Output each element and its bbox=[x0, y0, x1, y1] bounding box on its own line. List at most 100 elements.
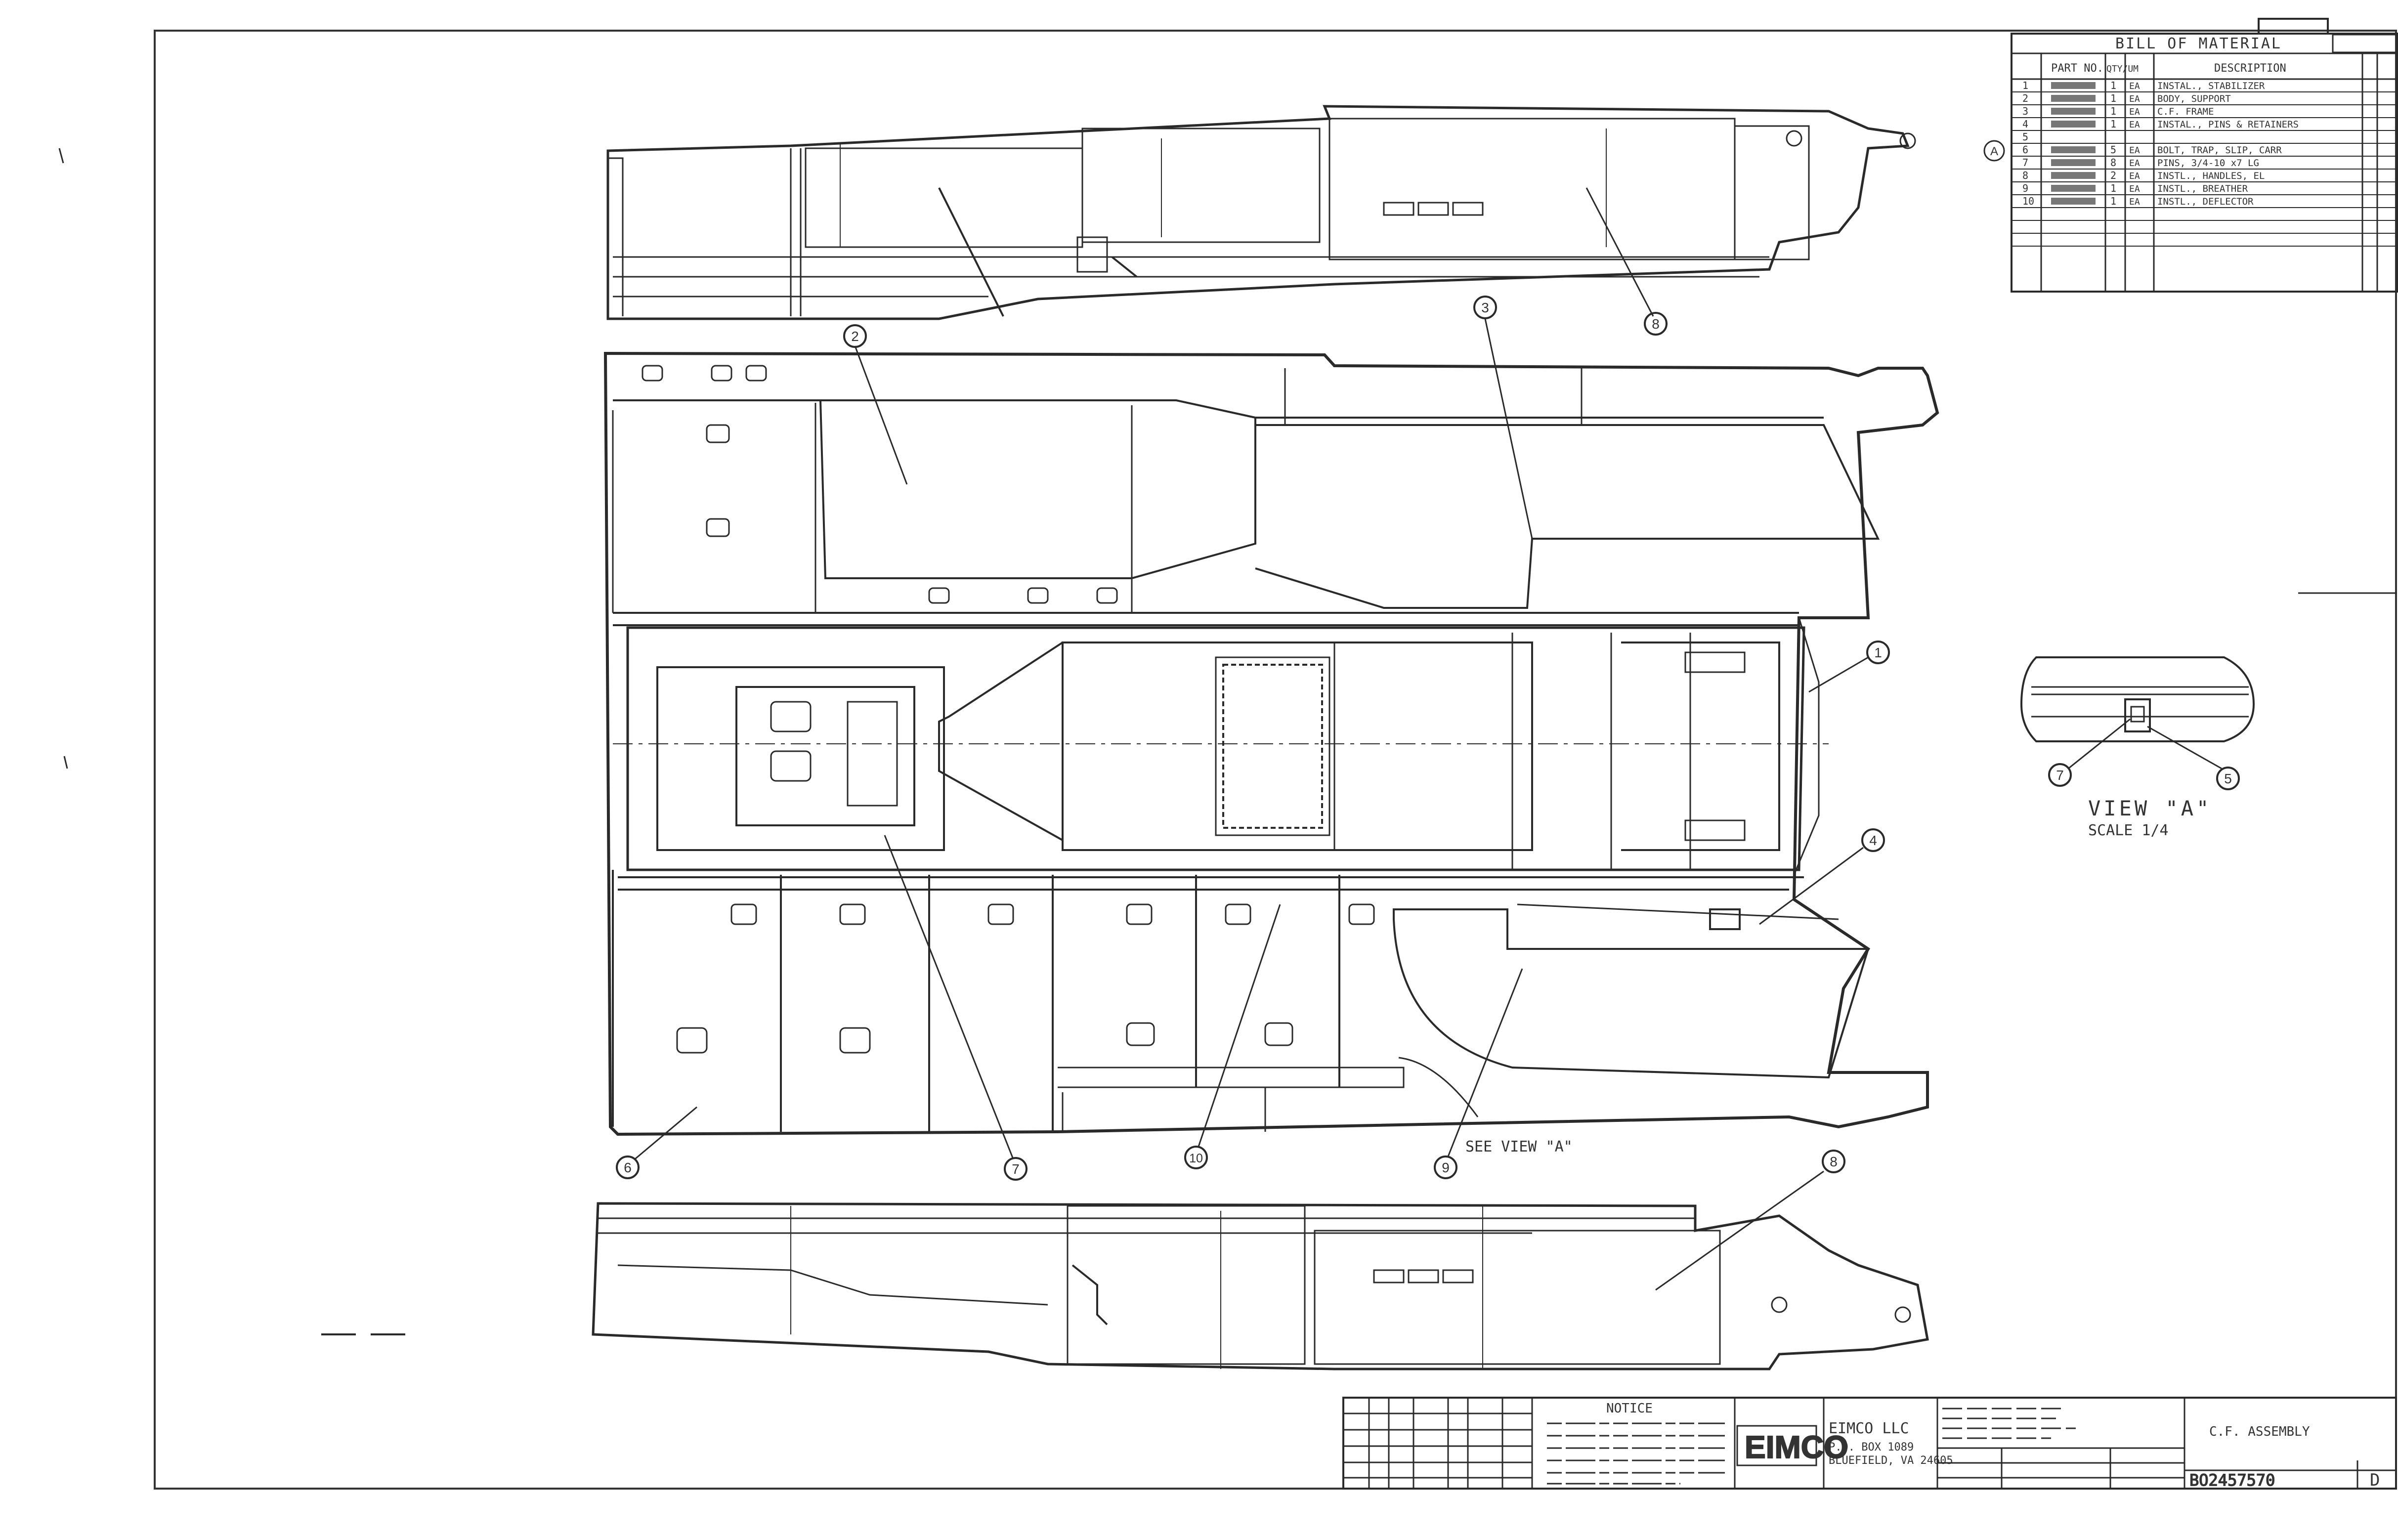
revision-marker bbox=[1983, 140, 2005, 162]
bom-qty: 1 bbox=[2110, 182, 2116, 194]
bom-part-number bbox=[2051, 159, 2096, 166]
bottom-side-view bbox=[592, 1202, 1929, 1370]
callouts: 2 3 8 1 4 6 7 10 9 8 bbox=[616, 187, 1890, 1291]
detail-view-title: VIEW "A" bbox=[2088, 796, 2212, 820]
bom-qty: 1 bbox=[2110, 105, 2116, 117]
drawing-number: BO2457570 bbox=[2189, 1471, 2275, 1490]
bom-item-number: 8 bbox=[2022, 170, 2028, 181]
bom-um: EA bbox=[2129, 158, 2140, 169]
detail-balloon-left bbox=[2048, 763, 2072, 787]
margin-mark bbox=[63, 756, 68, 769]
drawing-title: C.F. ASSEMBLY bbox=[2209, 1424, 2310, 1439]
bom-part-number bbox=[2051, 108, 2096, 115]
callout-balloon bbox=[616, 1155, 640, 1179]
bom-qty: 5 bbox=[2110, 144, 2116, 156]
bom-item-number: 5 bbox=[2022, 131, 2028, 143]
callout-balloon bbox=[1822, 1150, 1845, 1173]
bom-um: EA bbox=[2129, 197, 2140, 207]
callout-label: 9 bbox=[1442, 1160, 1450, 1175]
detail-view-a: 7 5 VIEW "A" SCALE 1/4 bbox=[2020, 656, 2255, 839]
callout-balloon bbox=[1434, 1155, 1457, 1179]
revision-marker-label: A bbox=[1990, 145, 1998, 158]
bom-qty: 1 bbox=[2110, 118, 2116, 130]
sheet-revision: D bbox=[2370, 1470, 2380, 1490]
bom-description: INSTL., DEFLECTOR bbox=[2157, 196, 2254, 207]
callout-balloon bbox=[1473, 296, 1497, 319]
lug-row-lower bbox=[676, 903, 1375, 1054]
bom-qty: 1 bbox=[2110, 92, 2116, 104]
bom-description: BODY, SUPPORT bbox=[2157, 93, 2231, 104]
bom-header-desc: DESCRIPTION bbox=[2214, 62, 2286, 75]
bom-header-partno: PART NO. bbox=[2051, 62, 2103, 75]
bom-part-number bbox=[2051, 82, 2096, 89]
callout-label: 8 bbox=[1652, 316, 1660, 332]
margin-mark bbox=[58, 148, 64, 164]
callout-label: 8 bbox=[1830, 1154, 1838, 1169]
section-reference-label: SEE VIEW "A" bbox=[1465, 1138, 1573, 1155]
notice-title: NOTICE bbox=[1606, 1401, 1653, 1416]
top-side-view bbox=[606, 105, 1916, 320]
bom-um: EA bbox=[2129, 94, 2140, 104]
title-block: NOTICE EIMCO EIMCO LLC P.O. BOX 1089 BLU… bbox=[1342, 1397, 2397, 1490]
callout-balloon bbox=[1866, 641, 1890, 664]
bom-item-number: 1 bbox=[2022, 80, 2028, 91]
company-name: EIMCO LLC bbox=[1829, 1420, 1909, 1437]
detail-balloon-right bbox=[2216, 767, 2240, 790]
bom-um: EA bbox=[2129, 184, 2140, 194]
bom-part-number bbox=[2051, 121, 2096, 128]
bom-part-number bbox=[2051, 146, 2096, 153]
company-address-1: P.O. BOX 1089 bbox=[1829, 1441, 1914, 1454]
bom-description: INSTAL., PINS & RETAINERS bbox=[2157, 119, 2299, 130]
callout-balloon bbox=[1004, 1157, 1028, 1181]
callout-balloon bbox=[1184, 1146, 1208, 1169]
callout-label: 2 bbox=[851, 329, 859, 344]
callout-balloon bbox=[1644, 312, 1668, 336]
callout-balloon bbox=[843, 324, 867, 348]
bom-item-number: 7 bbox=[2022, 157, 2028, 169]
callout-label: 1 bbox=[1874, 645, 1882, 660]
bom-part-number bbox=[2051, 198, 2096, 205]
bom-item-number: 9 bbox=[2022, 182, 2028, 194]
drawing-border bbox=[154, 30, 2397, 1490]
bom-um: EA bbox=[2129, 171, 2140, 181]
callout-label: 6 bbox=[624, 1160, 632, 1175]
company-logo: EIMCO bbox=[1745, 1429, 1848, 1465]
bom-description: INSTL., HANDLES, EL bbox=[2157, 171, 2265, 181]
bom-header-qty: QTY/UM bbox=[2106, 64, 2139, 74]
bom-part-number bbox=[2051, 95, 2096, 102]
bom-item-number: 4 bbox=[2022, 118, 2028, 130]
bom-qty: 2 bbox=[2110, 170, 2116, 181]
callout-label: 10 bbox=[1189, 1152, 1203, 1165]
bom-qty: 1 bbox=[2110, 80, 2116, 91]
callout-balloon bbox=[1861, 828, 1885, 852]
company-address-2: BLUEFIELD, VA 24605 bbox=[1829, 1454, 1953, 1467]
bom-um: EA bbox=[2129, 81, 2140, 91]
bom-description: C.F. FRAME bbox=[2157, 106, 2214, 117]
bill-of-material: BILL OF MATERIAL PART NO. QTY/UM DESCRIP… bbox=[2011, 18, 2398, 293]
bom-title: BILL OF MATERIAL bbox=[2115, 35, 2282, 52]
bom-qty: 8 bbox=[2110, 157, 2116, 169]
bom-description: PINS, 3/4-10 x7 LG bbox=[2157, 158, 2259, 169]
detail-balloon-right-label: 5 bbox=[2224, 771, 2232, 786]
detail-view-scale: SCALE 1/4 bbox=[2088, 822, 2169, 839]
bom-um: EA bbox=[2129, 107, 2140, 117]
bom-description: INSTAL., STABILIZER bbox=[2157, 81, 2265, 91]
main-plan-view bbox=[603, 351, 1939, 1136]
bom-um: EA bbox=[2129, 145, 2140, 156]
bom-item-number: 3 bbox=[2022, 105, 2028, 117]
bom-description: BOLT, TRAP, SLIP, CARR bbox=[2157, 145, 2282, 156]
bom-um: EA bbox=[2129, 120, 2140, 130]
bom-item-number: 6 bbox=[2022, 144, 2028, 156]
callout-label: 7 bbox=[1012, 1161, 1020, 1177]
bom-item-number: 2 bbox=[2022, 92, 2028, 104]
bom-description: INSTL., BREATHER bbox=[2157, 183, 2248, 194]
bom-part-number bbox=[2051, 172, 2096, 179]
lug-row-upper bbox=[642, 365, 1118, 604]
callout-label: 3 bbox=[1481, 300, 1489, 315]
detail-balloon-left-label: 7 bbox=[2056, 768, 2064, 783]
bom-part-number bbox=[2051, 133, 2096, 140]
callout-label: 4 bbox=[1869, 833, 1877, 848]
bom-part-number bbox=[2051, 185, 2096, 192]
bom-qty: 1 bbox=[2110, 195, 2116, 207]
